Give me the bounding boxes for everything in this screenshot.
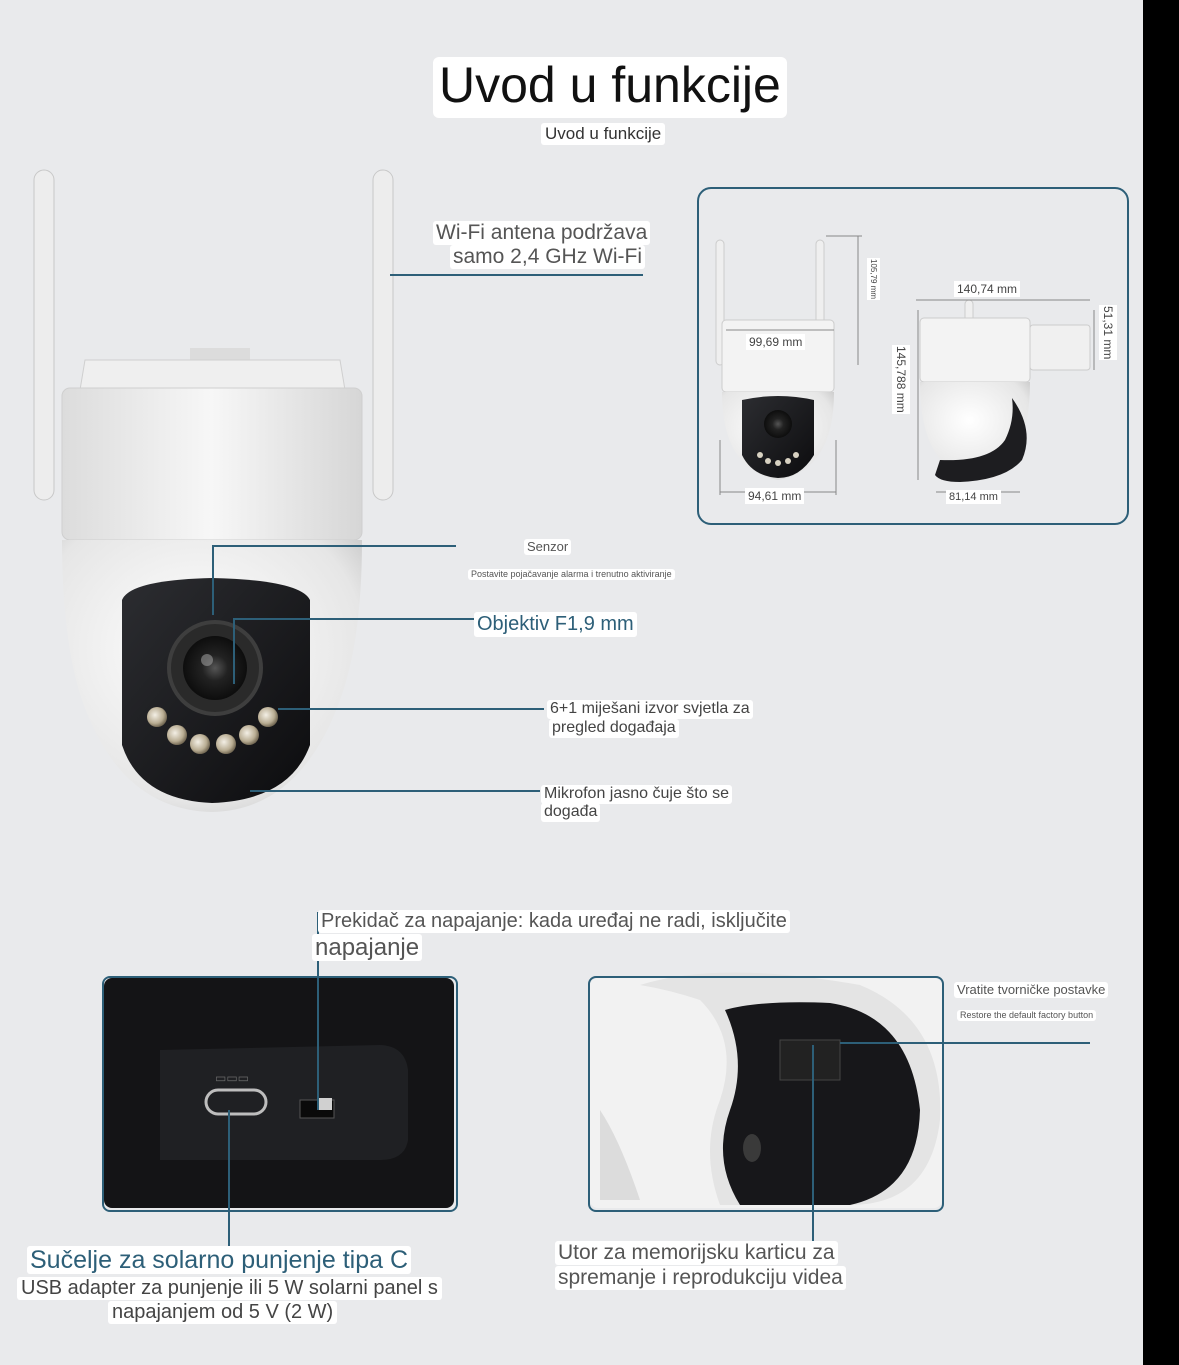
wifi-antenna-label-2: samo 2,4 GHz Wi-Fi	[450, 245, 646, 270]
mic-label-2: događa	[541, 803, 601, 822]
page-subtitle: Uvod u funkcije	[541, 123, 666, 145]
dim-width-front-bottom: 94,61 mm	[745, 488, 805, 504]
reset-line	[840, 1042, 1090, 1044]
power-line	[317, 912, 319, 1110]
svg-text:▭▭▭: ▭▭▭	[215, 1071, 249, 1085]
wifi-line	[390, 274, 643, 276]
port-frame	[102, 976, 458, 1212]
reset-title: Vratite tvorničke postavke	[954, 982, 1109, 998]
antenna-left-icon	[33, 169, 55, 501]
antenna-right-icon	[372, 169, 394, 501]
lens-line-h	[233, 618, 477, 620]
dimensions-frame	[697, 187, 1129, 525]
power-switch-label-1: Prekidač za napajanje: kada uređaj ne ra…	[318, 910, 790, 933]
led-lights-icon	[147, 707, 278, 754]
sensor-title: Senzor	[524, 539, 572, 555]
dim-width-side-top: 140,74 mm	[954, 281, 1021, 297]
solar-title: Sučelje za solarno punjenje tipa C	[27, 1246, 412, 1275]
dim-width-front-top: 99,69 mm	[746, 334, 806, 350]
feature-intro-page: ▭▭▭ Uvod u funkcije Uvod u funkcije Wi-F…	[0, 0, 1143, 1365]
solar-line	[228, 1110, 230, 1246]
memory-line	[812, 1045, 814, 1243]
dim-height-top: 105,79 mm	[867, 258, 880, 301]
sensor-line-v	[212, 545, 214, 615]
sensor-line-h	[212, 545, 456, 547]
port-closeup-illustration: ▭▭▭	[104, 978, 454, 1208]
sensor-description: Postavite pojačavanje alarma i trenutno …	[468, 569, 675, 581]
mic-label-1: Mikrofon jasno čuje što se	[541, 785, 732, 804]
memory-card-label-2: spremanje i reprodukciju videa	[555, 1266, 846, 1291]
card-slot-frame	[588, 976, 944, 1212]
page-title: Uvod u funkcije	[433, 57, 787, 118]
wifi-antenna-label-1: Wi-Fi antena podržava	[433, 221, 651, 246]
memory-card-label-1: Utor za memorijsku karticu za	[555, 1241, 838, 1266]
dim-depth-side: 51,31 mm	[1099, 305, 1117, 361]
mic-line	[250, 790, 540, 792]
camera-illustrations: ▭▭▭	[33, 169, 1095, 1208]
card-slot-closeup-illustration	[590, 972, 942, 1208]
reset-description: Restore the default factory button	[957, 1010, 1097, 1022]
lights-line	[278, 708, 544, 710]
dim-width-side-bottom: 81,14 mm	[946, 490, 1001, 504]
lens-line-v	[233, 618, 235, 684]
solar-description-1: USB adapter za punjenje ili 5 W solarni …	[17, 1277, 442, 1300]
lights-label-1: 6+1 miješani izvor svjetla za	[547, 700, 753, 719]
solar-description-2: napajanjem od 5 V (2 W)	[108, 1301, 338, 1324]
lens-label: Objektiv F1,9 mm	[474, 612, 637, 637]
dimension-side-view	[919, 299, 1091, 482]
lights-label-2: pregled događaja	[549, 719, 679, 738]
power-switch-label-2: napajanje	[312, 934, 423, 962]
dim-height-side: 145,788 mm	[892, 345, 910, 414]
